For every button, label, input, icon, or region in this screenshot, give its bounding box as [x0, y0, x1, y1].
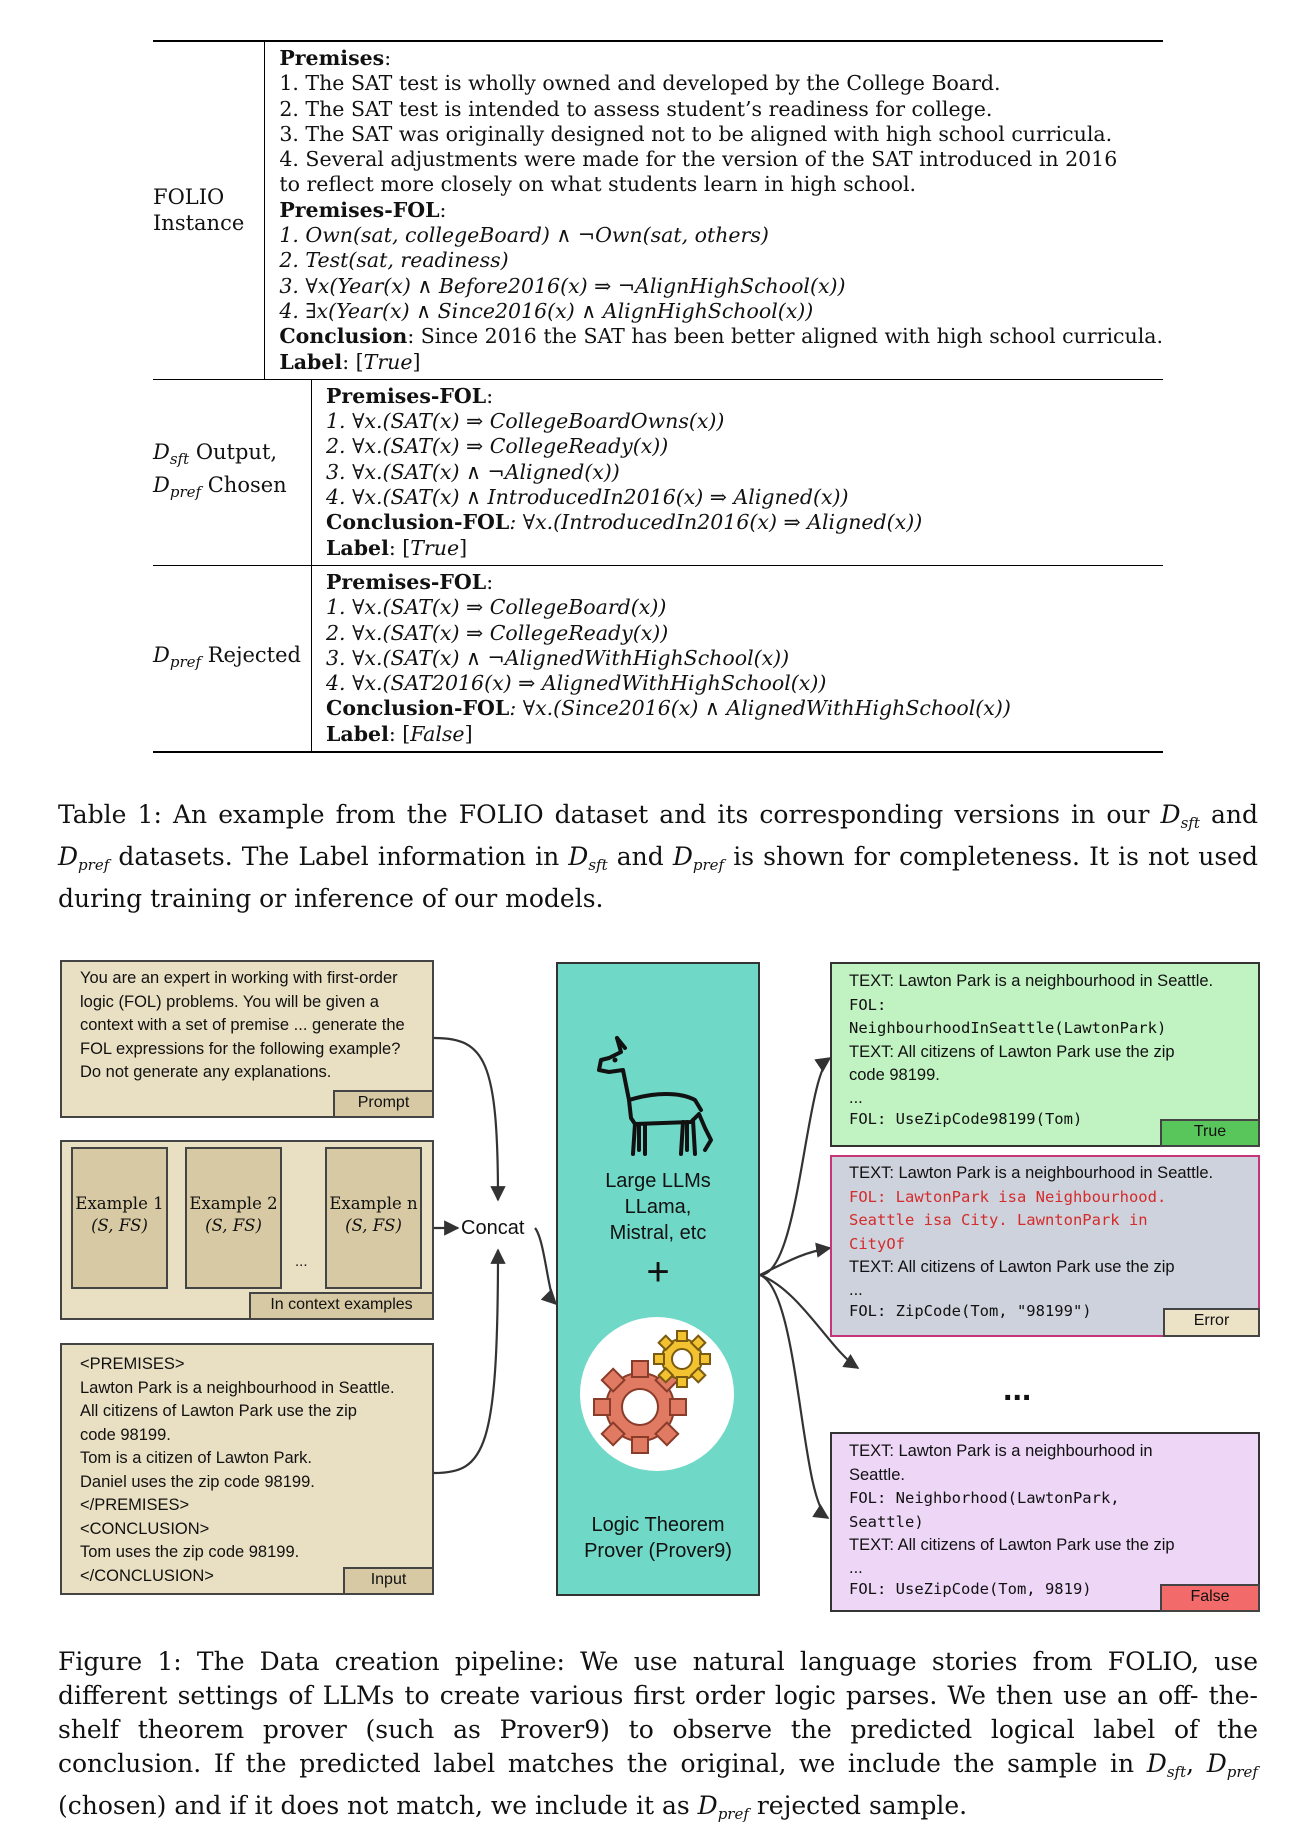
- input-line: </PREMISES>: [80, 1496, 190, 1514]
- example-card: Example 1 (S, FS): [71, 1147, 168, 1289]
- arrow-model-to-true: [759, 1057, 832, 1277]
- fol-line: 1. Own(sat, collegeBoard) ∧ ¬Own(sat, ot…: [279, 223, 769, 248]
- input-line: code 98199.: [80, 1425, 171, 1444]
- folio-table: FOLIO Instance Premises: 1. The SAT test…: [153, 40, 1163, 754]
- arrow-model-to-dots: [759, 1273, 860, 1369]
- output-false-box: TEXT: Lawton Park is a neighbourhood in …: [830, 1432, 1260, 1612]
- table-row-sft-chosen: Dsft Output, Dpref Chosen Premises-FOL: …: [153, 379, 1163, 565]
- concat-label: Concat: [461, 1217, 525, 1239]
- row-label-pref-rejected: Dpref Rejected: [153, 642, 301, 671]
- fol-line: 2. ∀x.(SAT(x) ⇒ CollegeReady(x)): [326, 620, 669, 645]
- table-caption: Table 1: An example from the FOLIO datas…: [58, 800, 1259, 913]
- input-tag: Input: [343, 1567, 434, 1595]
- table-bottom-rule: [153, 751, 1163, 754]
- examples-ellipsis: ...: [295, 1253, 308, 1270]
- label-value: True: [410, 535, 460, 560]
- input-line: <CONCLUSION>: [80, 1519, 210, 1538]
- row-content-folio: Premises: 1. The SAT test is wholly owne…: [264, 42, 1163, 379]
- premise-line: 3. The SAT was originally designed not t…: [279, 121, 1113, 146]
- arrow-concat-to-model: [534, 1227, 558, 1306]
- table-row-pref-rejected: Dpref Rejected Premises-FOL: 1. ∀x.(SAT(…: [153, 565, 1163, 752]
- fol-line: 3. ∀x.(SAT(x) ∧ ¬Aligned(x)): [326, 459, 620, 484]
- fol-line: 4. ∀x.(SAT2016(x) ⇒ AlignedWithHighSchoo…: [326, 671, 827, 696]
- table-rule: [153, 378, 1163, 380]
- label-value: False: [410, 721, 465, 746]
- fol-line: 2. Test(sat, readiness): [279, 248, 509, 273]
- output-error-box: TEXT: Lawton Park is a neighbourhood in …: [830, 1155, 1260, 1337]
- conclusion-fol: : ∀x.(IntroducedIn2016(x) ⇒ Aligned(x)): [509, 510, 923, 535]
- fol-line: 3. ∀x(Year(x) ∧ Before2016(x) ⇒ ¬AlignHi…: [279, 273, 846, 298]
- arrow-model-to-error: [759, 1242, 832, 1276]
- prompt-box: You are an expert in working with first-…: [60, 960, 434, 1118]
- input-line: </CONCLUSION>: [80, 1566, 214, 1585]
- prompt-text: You are an expert in working with first-…: [80, 969, 405, 1081]
- premise-line: 1. The SAT test is wholly owned and deve…: [279, 71, 1001, 96]
- input-line: All citizens of Lawton Park use the zip: [80, 1402, 357, 1420]
- true-tag: True: [1160, 1119, 1260, 1147]
- premise-line: 2. The SAT test is intended to assess st…: [279, 96, 993, 121]
- input-box: <PREMISES> Lawton Park is a neighbourhoo…: [60, 1343, 434, 1595]
- table-rule: [153, 564, 1163, 566]
- output-true-box: TEXT: Lawton Park is a neighbourhood in …: [830, 962, 1260, 1147]
- row-content-sft-chosen: Premises-FOL: 1. ∀x.(SAT(x) ⇒ CollegeBoa…: [311, 379, 923, 565]
- table-top-rule: [153, 40, 1163, 42]
- conclusion-fol: : ∀x.(Since2016(x) ∧ AlignedWithHighScho…: [509, 696, 1011, 721]
- llm-label: Large LLMs LLama, Mistral, etc: [605, 1170, 711, 1244]
- input-line: <PREMISES>: [80, 1355, 185, 1373]
- row-label-sft-chosen: Dsft Output, Dpref Chosen: [153, 440, 287, 502]
- arrow-model-to-false: [759, 1273, 830, 1519]
- conclusion-text: : Since 2016 the SAT has been better ali…: [407, 324, 1163, 349]
- input-line: Daniel uses the zip code 98199.: [80, 1472, 315, 1491]
- fol-line: 1. ∀x.(SAT(x) ⇒ CollegeBoardOwns(x)): [326, 409, 725, 434]
- premise-line: to reflect more closely on what students…: [279, 172, 917, 197]
- fol-line: 4. ∀x.(SAT(x) ∧ IntroducedIn2016(x) ⇒ Al…: [326, 485, 849, 510]
- arrow-input-to-concat: [433, 1248, 506, 1475]
- prompt-tag: Prompt: [333, 1090, 434, 1118]
- fol-line: 4. ∃x(Year(x) ∧ Since2016(x) ∧ AlignHigh…: [279, 298, 814, 323]
- input-line: Lawton Park is a neighbourhood in Seattl…: [80, 1378, 395, 1397]
- gears-icon: [580, 1317, 734, 1471]
- example-card: Example n (S, FS): [325, 1147, 422, 1289]
- row-label-folio: FOLIO Instance: [153, 185, 245, 236]
- outputs-ellipsis: ...: [1003, 1370, 1032, 1408]
- prover-label: Logic Theorem Prover (Prover9): [584, 1514, 732, 1562]
- plus-sign: +: [646, 1250, 670, 1294]
- llama-icon: [597, 1036, 713, 1156]
- arrow-prompt-to-concat: [433, 1036, 506, 1202]
- fol-line: 2. ∀x.(SAT(x) ⇒ CollegeReady(x)): [326, 434, 669, 459]
- fol-line: 1. ∀x.(SAT(x) ⇒ CollegeBoard(x)): [326, 595, 667, 620]
- table-row-folio: FOLIO Instance Premises: 1. The SAT test…: [153, 42, 1163, 379]
- premise-line: 4. Several adjustments were made for the…: [279, 147, 1118, 172]
- error-tag: Error: [1163, 1308, 1260, 1337]
- input-line: Tom uses the zip code 98199.: [80, 1543, 300, 1561]
- row-content-pref-rejected: Premises-FOL: 1. ∀x.(SAT(x) ⇒ CollegeBoa…: [311, 565, 1011, 752]
- figure-caption: Figure 1: The Data creation pipeline: We…: [58, 1647, 1258, 1823]
- input-line: Tom is a citizen of Lawton Park.: [80, 1449, 313, 1467]
- model-box: [556, 962, 760, 1596]
- false-tag: False: [1160, 1584, 1260, 1612]
- example-card: Example 2 (S, FS): [185, 1147, 282, 1289]
- label-value: True: [363, 349, 413, 374]
- fol-line: 3. ∀x.(SAT(x) ∧ ¬AlignedWithHighSchool(x…: [326, 645, 790, 670]
- examples-tag: In context examples: [249, 1292, 434, 1320]
